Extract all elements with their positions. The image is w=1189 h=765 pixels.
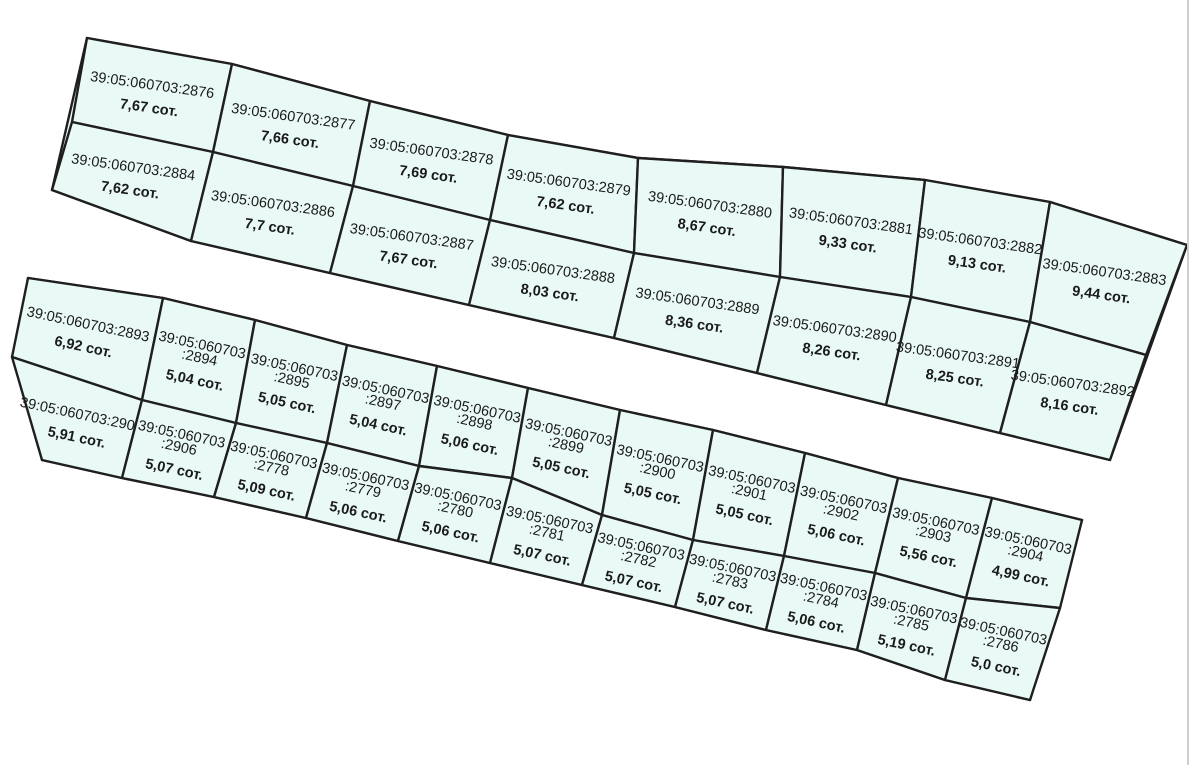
plot-boundary xyxy=(943,596,1062,702)
cadastral-number: :2782 xyxy=(619,548,658,571)
page-edge xyxy=(1187,0,1189,765)
cadastral-number: :2901 xyxy=(730,481,769,504)
plot-boundary xyxy=(998,320,1148,462)
cadastral-number: :2904 xyxy=(1006,542,1045,565)
cadastral-number: :2778 xyxy=(252,457,291,480)
cadastral-number: :2785 xyxy=(892,612,931,635)
cadastral-number: :2899 xyxy=(547,434,586,457)
cadastral-number: :2898 xyxy=(455,411,494,434)
cadastral-number: :2783 xyxy=(711,570,750,593)
cadastral-number: :2779 xyxy=(344,478,383,501)
plot-area: 7,7 сот. xyxy=(244,216,296,239)
cadastral-number: :2781 xyxy=(528,522,567,545)
cadastral-number: :2902 xyxy=(822,501,861,524)
cadastral-number: :2786 xyxy=(981,633,1020,656)
cadastral-number: :2784 xyxy=(802,589,841,612)
cadastral-number: :2780 xyxy=(436,498,475,521)
cadastral-number: :2900 xyxy=(638,460,677,483)
cadastral-number: :2903 xyxy=(914,523,953,546)
cadastral-number: :2895 xyxy=(272,369,311,392)
cadastral-number: :2897 xyxy=(364,391,403,414)
cadastral-number: :2894 xyxy=(180,347,219,370)
cadastral-number: :2906 xyxy=(160,436,199,459)
